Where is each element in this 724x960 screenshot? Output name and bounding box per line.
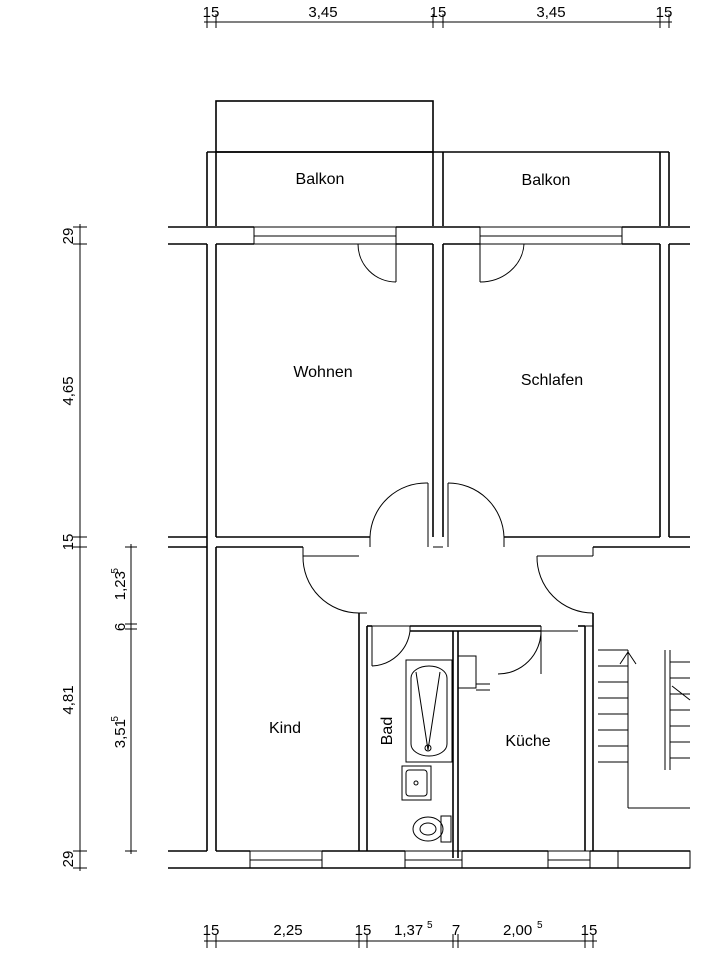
room-labels: Balkon Balkon Wohnen Schlafen Kind Küche… bbox=[269, 171, 583, 750]
dim-text: 3,51 bbox=[112, 719, 129, 748]
dim-superscript: 5 bbox=[110, 716, 121, 722]
shelf-icon bbox=[457, 655, 477, 689]
dim-text: 29 bbox=[60, 228, 77, 245]
drain-icon bbox=[424, 744, 432, 752]
sink-basin bbox=[405, 769, 428, 797]
stairwell bbox=[598, 649, 691, 809]
room-label-balkon-right: Balkon bbox=[522, 172, 571, 189]
door-swing bbox=[447, 482, 505, 538]
bathtub-basin bbox=[410, 665, 448, 757]
door-swing bbox=[302, 555, 360, 614]
dim-text: 4,65 bbox=[60, 376, 77, 405]
dim-text: 15 bbox=[203, 4, 220, 21]
dim-superscript: 5 bbox=[537, 920, 543, 931]
bathroom-fixtures bbox=[401, 655, 490, 843]
door-swing bbox=[369, 482, 429, 538]
dimension-left-outer: 29 4,65 15 4,81 29 bbox=[60, 224, 87, 871]
bathtub-drain-lines bbox=[415, 671, 441, 751]
dim-text: 15 bbox=[430, 4, 447, 21]
dim-text: 3,45 bbox=[308, 4, 337, 21]
dim-text: 6 bbox=[112, 623, 129, 631]
stair-break-line bbox=[671, 685, 691, 701]
sink-drain bbox=[413, 780, 419, 786]
dimension-left-inner: 1,23 5 6 3,51 5 bbox=[110, 544, 137, 854]
room-label-kind: Kind bbox=[269, 720, 301, 737]
door-swing bbox=[371, 630, 411, 667]
dim-text: 4,81 bbox=[60, 685, 77, 714]
door-swing bbox=[497, 630, 542, 675]
dim-text: 1,23 bbox=[112, 571, 129, 600]
dim-text: 1,37 bbox=[394, 922, 423, 939]
dim-text: 15 bbox=[355, 922, 372, 939]
room-label-kueche: Küche bbox=[505, 733, 550, 750]
toilet-tank bbox=[440, 815, 452, 843]
doors bbox=[302, 243, 594, 675]
dimension-bottom: 15 2,25 15 1,37 5 7 2,00 5 15 bbox=[203, 920, 598, 948]
dim-superscript: 5 bbox=[110, 568, 121, 574]
balcony-canopy bbox=[215, 100, 434, 153]
room-label-wohnen: Wohnen bbox=[293, 364, 352, 381]
bathtub-icon bbox=[405, 659, 453, 763]
door-swing bbox=[479, 243, 525, 283]
dim-text: 3,45 bbox=[536, 4, 565, 21]
dim-text: 15 bbox=[656, 4, 673, 21]
toilet-icon bbox=[412, 816, 444, 842]
room-label-bad: Bad bbox=[379, 717, 396, 745]
door-swing bbox=[536, 555, 594, 614]
door-swing bbox=[357, 243, 397, 283]
interior-walls bbox=[168, 244, 690, 858]
dim-text: 2,00 bbox=[503, 922, 532, 939]
dim-text: 7 bbox=[452, 922, 460, 939]
toilet-bowl bbox=[419, 822, 437, 836]
dim-text: 15 bbox=[203, 922, 220, 939]
dim-text: 15 bbox=[60, 534, 77, 551]
dim-text: 29 bbox=[60, 851, 77, 868]
dim-text: 15 bbox=[581, 922, 598, 939]
window-stair bbox=[617, 850, 691, 869]
dimension-top: 15 3,45 15 3,45 15 bbox=[203, 4, 673, 28]
room-label-balkon-left: Balkon bbox=[296, 171, 345, 188]
stair-arrow-head bbox=[619, 651, 637, 665]
sink-icon bbox=[401, 765, 432, 801]
exterior-walls bbox=[168, 226, 691, 869]
dim-text: 2,25 bbox=[273, 922, 302, 939]
room-label-schlafen: Schlafen bbox=[521, 372, 583, 389]
dim-superscript: 5 bbox=[427, 920, 433, 931]
balconies bbox=[206, 100, 670, 226]
